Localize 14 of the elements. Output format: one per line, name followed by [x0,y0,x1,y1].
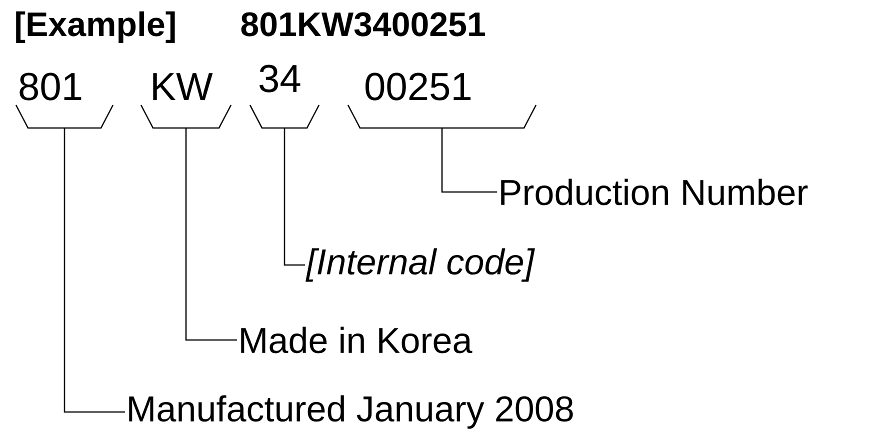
bracketed-code: 00251 [347,72,537,129]
heading: [Example] [16,11,175,44]
bracketed-code: KW [140,73,232,129]
leader-line [64,128,125,413]
description-text: Production Number [501,178,808,206]
bracketed-code: 801 [15,72,114,129]
description-text: [Internal code] [306,248,535,282]
description-text: Manufactured January 2008 [129,395,573,429]
leader-line [185,128,237,341]
serial-number: 801KW3400251 [241,12,485,36]
leader-line [441,128,497,193]
description-text: Made in Korea [241,326,472,354]
bracketed-code: 34 [249,64,320,129]
leader-line [284,128,305,266]
